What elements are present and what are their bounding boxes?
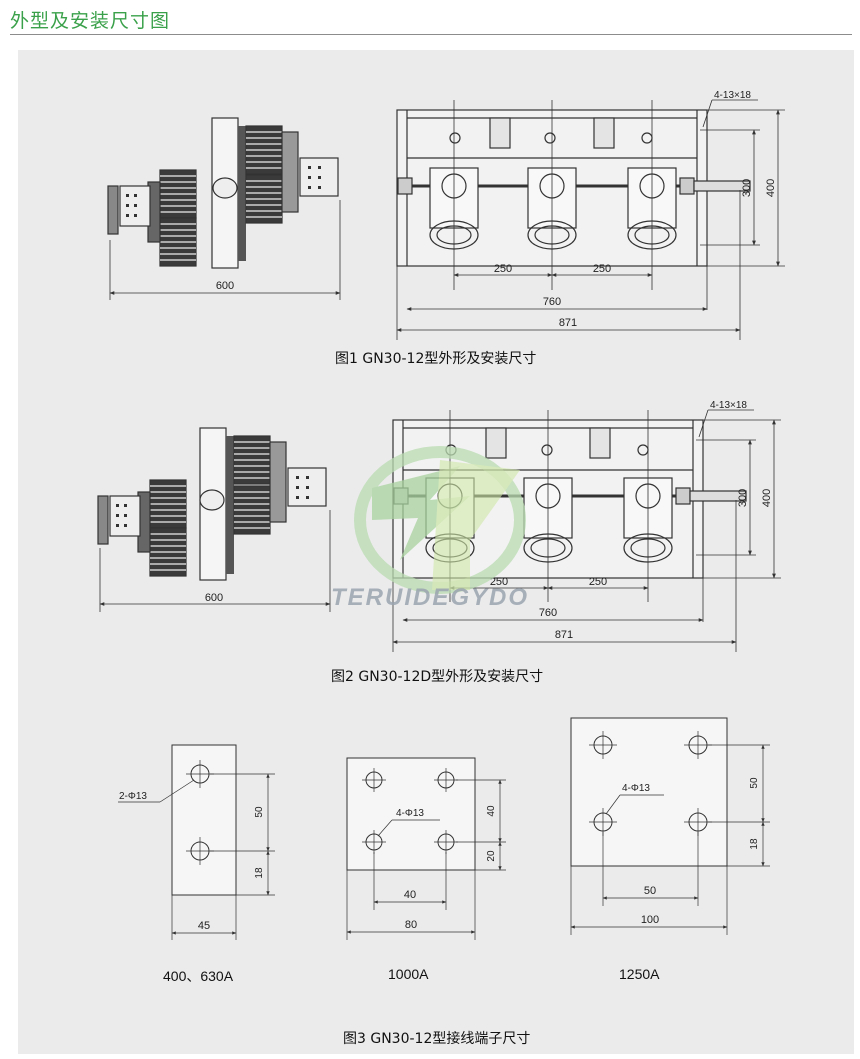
fig1-side-view (107, 117, 341, 300)
fig2-dim-400: 400 (761, 489, 773, 507)
terminal-2-h1: 40 (486, 805, 497, 817)
terminal-2-h2: 20 (486, 850, 497, 862)
header-divider (10, 34, 852, 35)
fig2-dim-250-left: 250 (490, 576, 508, 588)
fig1-dim-871: 871 (559, 317, 577, 329)
terminal-1-h1: 50 (254, 806, 265, 818)
fig1-dim-250-right: 250 (593, 263, 611, 275)
terminal-3-w2: 100 (641, 914, 659, 926)
terminal-1250a (570, 717, 770, 935)
fig1-dim-760: 760 (543, 296, 561, 308)
fig2-dim-871: 871 (555, 629, 573, 641)
terminal-2-w2: 80 (405, 919, 417, 931)
terminal-1-h2: 18 (254, 867, 265, 879)
terminal-1-width: 45 (198, 920, 210, 932)
terminal-3-h2: 18 (749, 838, 760, 850)
fig1-front-view (396, 99, 785, 340)
terminal-2-w1: 40 (404, 889, 416, 901)
fig3-caption: 图3 GN30-12型接线端子尺寸 (343, 1031, 531, 1047)
fig2-side-width-label: 600 (205, 592, 223, 604)
terminal-1-holes: 2-Φ13 (119, 791, 147, 802)
terminal-3-h1: 50 (749, 777, 760, 789)
fig2-side-view (97, 427, 331, 612)
fig2-holes-label: 4-13×18 (710, 400, 747, 411)
fig1-side-width-label: 600 (216, 280, 234, 292)
terminal-1-label: 400、630A (163, 968, 234, 984)
terminal-3-w1: 50 (644, 885, 656, 897)
fig2-dim-300: 300 (737, 489, 749, 507)
terminal-2-label: 1000A (388, 966, 429, 982)
fig2-caption: 图2 GN30-12D型外形及安装尺寸 (331, 669, 544, 685)
fig1-holes-label: 4-13×18 (714, 90, 751, 101)
terminal-3-label: 1250A (619, 966, 660, 982)
fig1-dim-400: 400 (765, 179, 777, 197)
fig2-dim-250-right: 250 (589, 576, 607, 588)
fig1-dim-250-left: 250 (494, 263, 512, 275)
terminal-3-holes: 4-Φ13 (622, 783, 650, 794)
fig1-caption: 图1 GN30-12型外形及安装尺寸 (335, 351, 537, 367)
terminal-1000a (346, 757, 506, 940)
fig2-dim-760: 760 (539, 607, 557, 619)
page-title: 外型及安装尺寸图 (10, 10, 171, 32)
fig1-dim-300: 300 (741, 179, 753, 197)
terminal-2-holes: 4-Φ13 (396, 808, 424, 819)
watermark-text: TERUIDEGYDO (331, 584, 529, 611)
terminal-400-630a (118, 744, 275, 940)
watermark-logo (354, 446, 526, 594)
